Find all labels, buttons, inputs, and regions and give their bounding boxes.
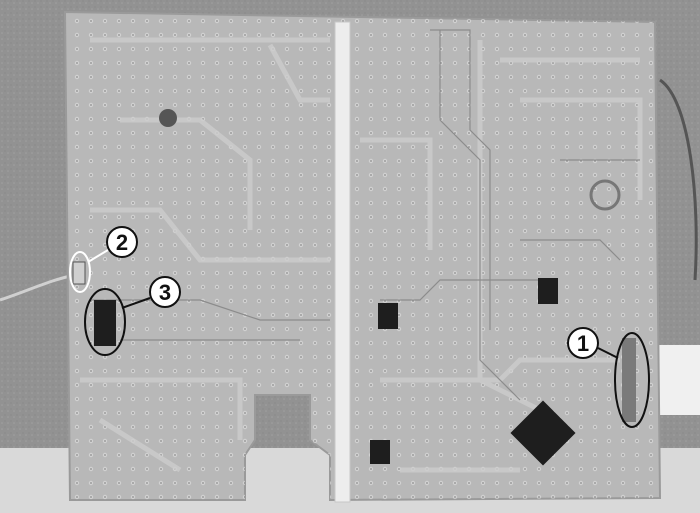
callout-1-leader <box>597 347 619 359</box>
callout-3-ellipse <box>84 288 126 356</box>
callout-2-badge <box>106 226 138 258</box>
callout-3-label: 3 <box>159 280 171 305</box>
ic-chip <box>538 278 558 304</box>
ic-chip <box>370 440 390 464</box>
chips <box>94 278 576 466</box>
callout-3-leader <box>121 297 151 309</box>
ring-pad <box>589 179 621 211</box>
callout-2: 2 <box>69 226 138 293</box>
callout-3-badge <box>149 276 181 308</box>
mounting-hole <box>159 109 177 127</box>
ic-chip-main <box>510 400 576 466</box>
callout-2-leader <box>87 249 109 263</box>
divider-strip <box>334 21 351 503</box>
pcb-pad-grid <box>65 12 660 500</box>
callout-2-label: 2 <box>116 230 128 255</box>
callout-1-label: 1 <box>577 331 589 356</box>
callout-3: 3 <box>84 276 181 356</box>
callout-2-ellipse <box>69 251 91 293</box>
callout-1-badge <box>567 327 599 359</box>
ic-chip <box>378 303 398 329</box>
callout-1: 1 <box>567 327 650 428</box>
wire-right <box>659 78 698 281</box>
pcb-traces <box>80 37 643 473</box>
connector <box>622 338 636 422</box>
small-connector <box>72 261 86 285</box>
ic-chip <box>94 300 116 346</box>
callout-1-ellipse <box>614 332 650 428</box>
